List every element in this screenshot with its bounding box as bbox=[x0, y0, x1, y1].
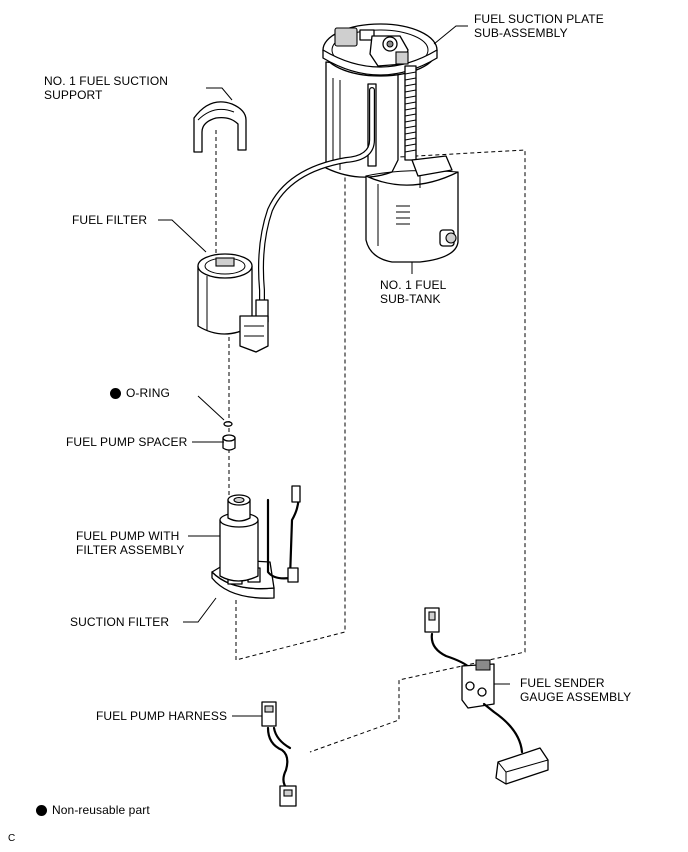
legend-non-reusable-label: Non-reusable part bbox=[52, 803, 150, 817]
suction-filter-label: SUCTION FILTER bbox=[70, 615, 170, 629]
leader-lines bbox=[158, 25, 510, 717]
fuel-sender-gauge-label: FUEL SENDER GAUGE ASSEMBLY bbox=[520, 676, 632, 704]
fuel-pump-harness-label: FUEL PUMP HARNESS bbox=[96, 709, 228, 723]
fuel-sub-tank-label: NO. 1 FUEL SUB-TANK bbox=[380, 278, 447, 306]
o-ring-part bbox=[223, 421, 233, 427]
fuel-suction-plate bbox=[255, 23, 438, 323]
fuel-pump-part bbox=[211, 485, 301, 599]
fuel-pump-with-filter-label: FUEL PUMP WITH FILTER ASSEMBLY bbox=[76, 529, 185, 557]
fuel-filter-part bbox=[197, 253, 269, 353]
fuel-suction-support-label: NO. 1 FUEL SUCTION SUPPORT bbox=[44, 74, 169, 102]
corner-mark: C bbox=[8, 833, 16, 844]
o-ring-label: O-RING bbox=[126, 386, 170, 400]
legend-marker bbox=[36, 805, 47, 816]
fuel-suction-support bbox=[193, 101, 247, 153]
fuel-sub-tank bbox=[365, 155, 459, 263]
fuel-sender-gauge-part bbox=[424, 607, 549, 785]
fuel-suction-plate-label: FUEL SUCTION PLATE SUB-ASSEMBLY bbox=[474, 12, 604, 40]
fuel-pump-spacer-label: FUEL PUMP SPACER bbox=[66, 435, 188, 449]
fuel-pump-harness-part bbox=[261, 701, 297, 807]
assembly-guide-lines bbox=[215, 130, 526, 753]
fuel-filter-label: FUEL FILTER bbox=[72, 213, 148, 227]
fuel-pump-spacer-part bbox=[222, 434, 236, 451]
non-reusable-marker bbox=[110, 388, 121, 399]
